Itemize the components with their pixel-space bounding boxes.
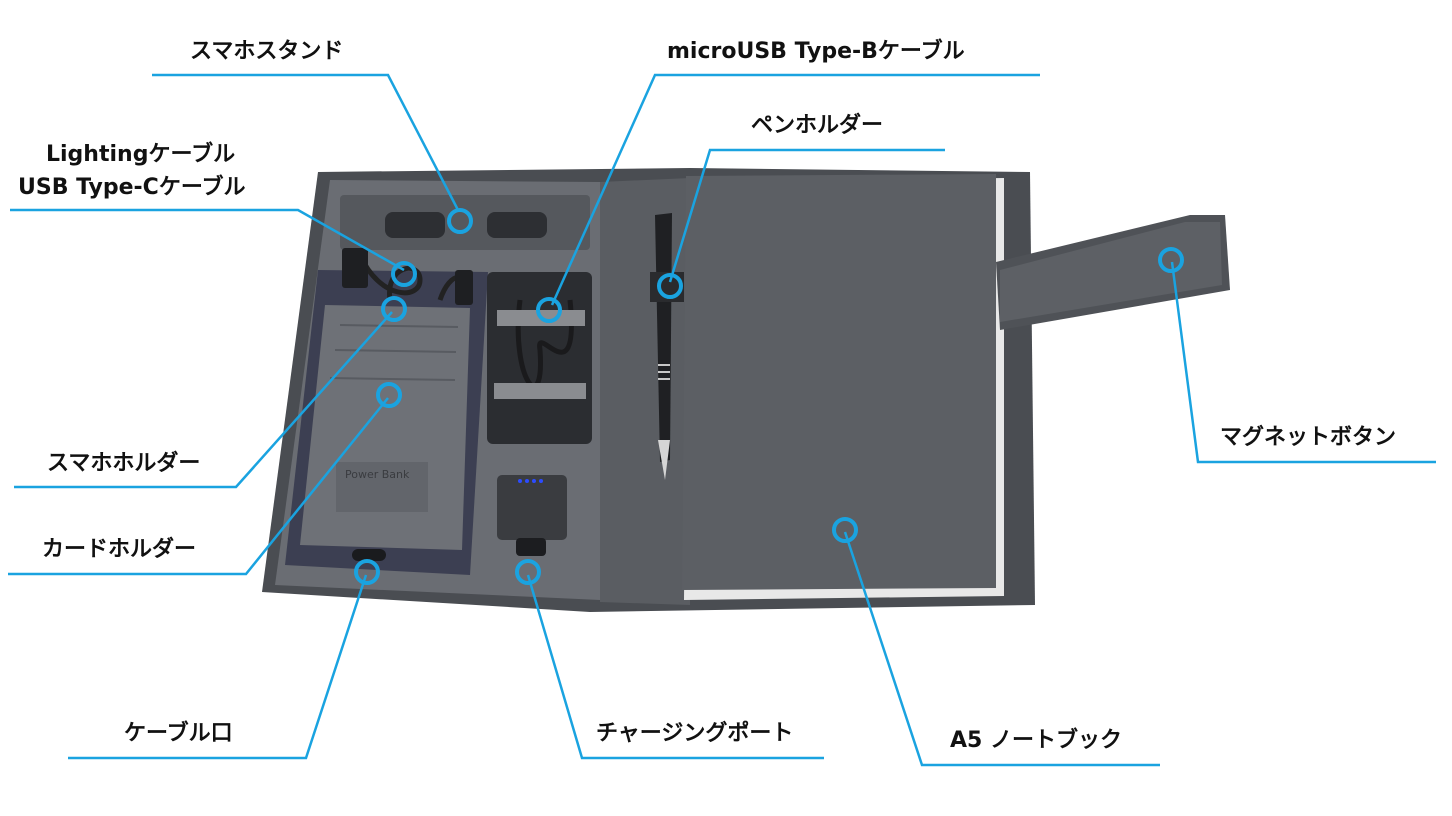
leader-phone-holder	[14, 311, 393, 489]
card-holder-panel	[300, 305, 470, 550]
leader-cable-port	[68, 574, 368, 760]
charging-connector	[516, 538, 546, 556]
power-bank-label-plate	[336, 462, 428, 512]
cable-port-slot	[352, 549, 386, 561]
a5-notebook	[682, 174, 996, 590]
phone-stand-strip	[340, 195, 590, 250]
label-lighting-cable: Lightingケーブル	[46, 142, 236, 167]
marker-cable-port	[354, 559, 380, 585]
label-microusb-cable: microUSB Type-Bケーブル	[667, 39, 965, 64]
lightning-plug	[342, 248, 368, 288]
label-a5-notebook: A5 ノートブック	[950, 728, 1122, 753]
charge-led-2	[525, 479, 529, 483]
label-usbc-cable: USB Type-Cケーブル	[18, 175, 246, 200]
marker-microusb	[536, 297, 562, 323]
marker-phone-stand	[447, 208, 473, 234]
label-cables: Lightingケーブル USB Type-Cケーブル	[18, 138, 246, 204]
card-slot-line-2	[334, 349, 457, 353]
power-bank-text: Power Bank	[345, 468, 410, 481]
label-card-holder: カードホルダー	[42, 537, 197, 562]
usbc-plug	[455, 270, 473, 305]
leader-notebook	[843, 531, 1160, 767]
charge-led-1	[518, 479, 522, 483]
label-magnet-button: マグネットボタン	[1220, 425, 1397, 450]
pen-tip	[658, 440, 670, 480]
marker-cables	[391, 261, 417, 287]
phone-stand-slot-1	[385, 212, 445, 238]
phone-stand-slot-2	[487, 212, 547, 238]
charge-led-3	[532, 479, 536, 483]
label-cable-port: ケーブル口	[124, 721, 233, 746]
charging-module	[497, 475, 567, 540]
leader-pen-holder	[668, 148, 945, 283]
leader-card-holder	[8, 397, 389, 576]
spine	[600, 178, 690, 605]
marker-magnet	[1158, 247, 1184, 273]
marker-phone-holder	[381, 296, 407, 322]
charge-led-4	[539, 479, 543, 483]
card-slot-line-3	[329, 377, 456, 381]
leader-cables	[10, 208, 405, 272]
marker-pen-holder	[657, 273, 683, 299]
microusb-cable	[515, 299, 574, 389]
leader-magnet	[1170, 261, 1436, 464]
label-pen-holder: ペンホルダー	[751, 113, 884, 138]
magnetic-tab-inner	[1000, 222, 1222, 322]
elastic-band-2	[494, 383, 586, 399]
leader-charging-port	[526, 574, 824, 760]
label-phone-stand: スマホスタンド	[190, 39, 344, 64]
marker-card-holder	[376, 382, 402, 408]
leader-phone-stand	[152, 73, 460, 211]
label-charging-port: チャージングポート	[596, 721, 794, 746]
marker-charging-port	[515, 559, 541, 585]
marker-notebook	[832, 517, 858, 543]
label-phone-holder: スマホホルダー	[47, 451, 201, 476]
card-slot-line-1	[339, 324, 459, 328]
leader-microusb	[550, 73, 1040, 306]
